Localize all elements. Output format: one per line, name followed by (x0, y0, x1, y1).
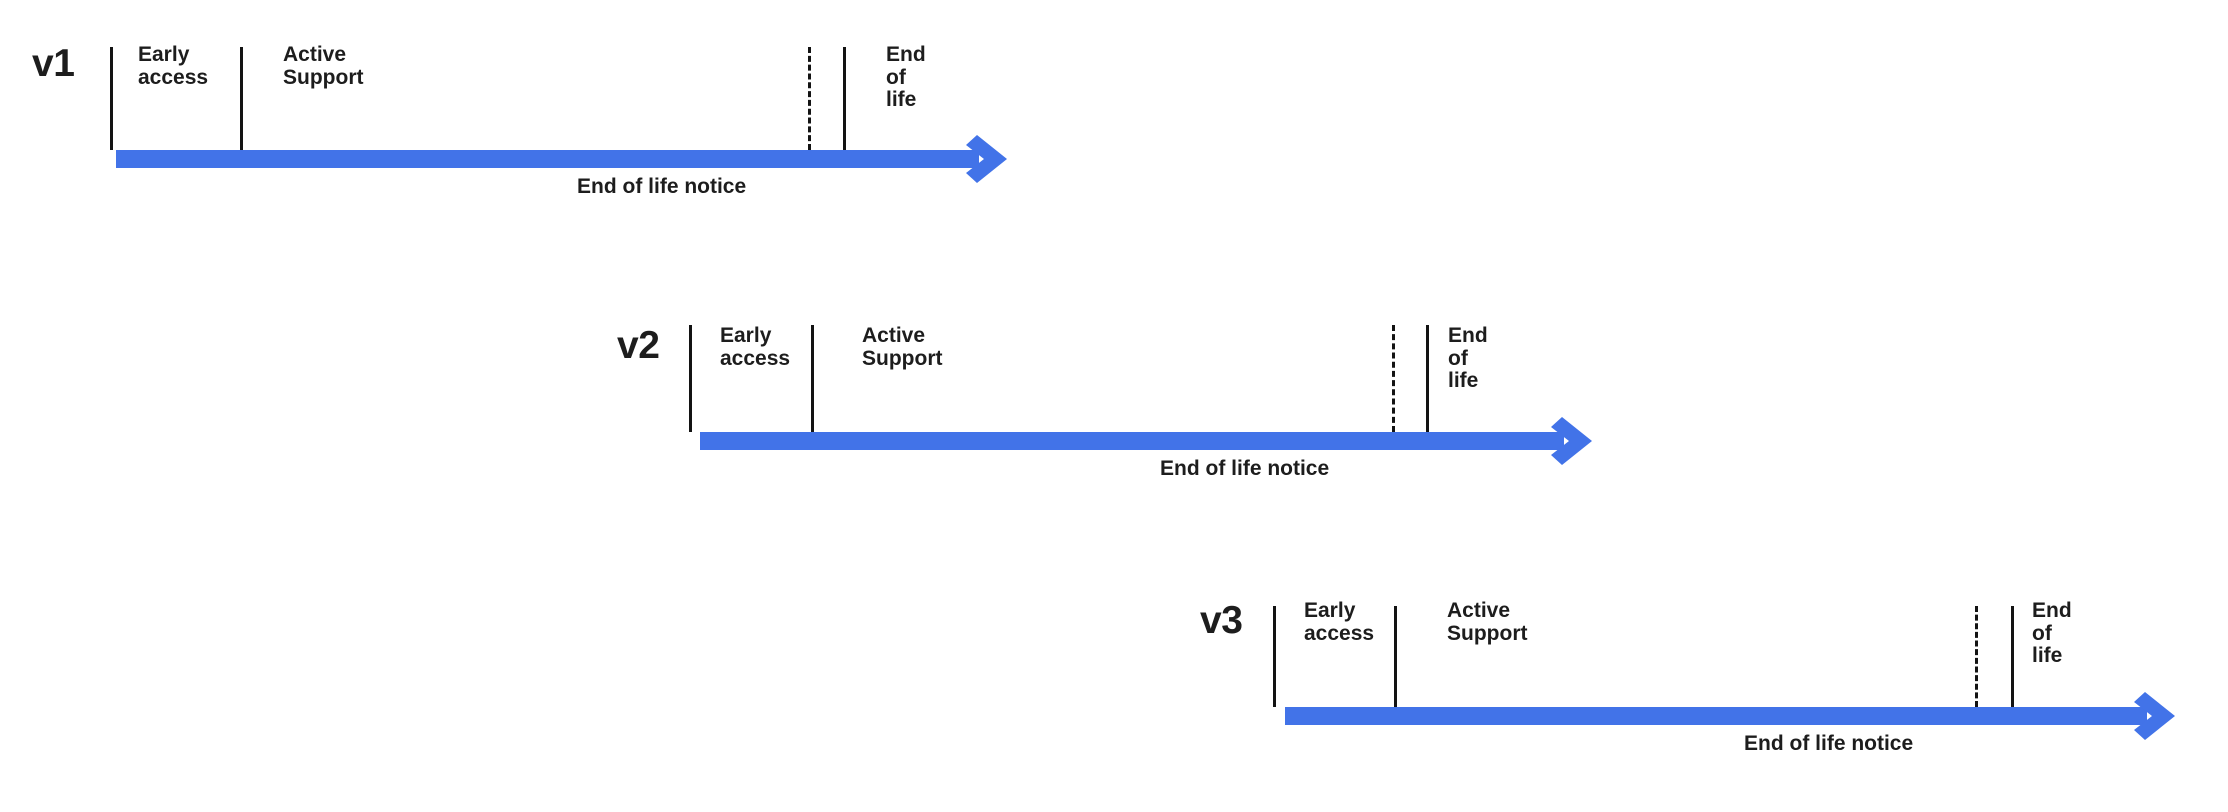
phase-label-early-access-v3: Early access (1304, 599, 1375, 645)
phase-label-early-access-v2: Early access (720, 324, 791, 370)
arrow-shaft-v1 (116, 150, 979, 168)
arrow-shaft-v3 (1285, 707, 2147, 725)
divider-active-support-v3 (1394, 606, 1397, 707)
phase-label-end-of-life-v1: End of life (886, 43, 926, 112)
divider-start-v2 (689, 325, 692, 432)
arrow-head-icon-v3 (2121, 686, 2181, 746)
version-label-v1: v1 (32, 42, 75, 85)
arrow-head-icon-v1 (953, 129, 1013, 189)
end-of-life-notice-label-v2: End of life notice (1160, 457, 1330, 480)
arrow-shaft-v2 (700, 432, 1564, 450)
divider-end-of-life-v2 (1426, 325, 1429, 432)
phase-label-active-support-v3: Active Support (1447, 599, 1528, 645)
phase-label-end-of-life-v2: End of life (1448, 324, 1488, 393)
phase-label-active-support-v2: Active Support (862, 324, 943, 370)
version-label-v2: v2 (617, 324, 660, 367)
phase-label-end-of-life-v3: End of life (2032, 599, 2072, 668)
divider-end-of-life-v1 (843, 47, 846, 150)
end-of-life-notice-label-v1: End of life notice (577, 175, 747, 198)
divider-eol-notice-v1 (808, 47, 811, 150)
end-of-life-notice-label-v3: End of life notice (1744, 732, 1914, 755)
divider-eol-notice-v3 (1975, 606, 1978, 707)
divider-active-support-v2 (811, 325, 814, 432)
phase-label-early-access-v1: Early access (138, 43, 209, 89)
arrow-head-icon-v2 (1538, 411, 1598, 471)
divider-active-support-v1 (240, 47, 243, 150)
divider-eol-notice-v2 (1392, 325, 1395, 432)
phase-label-active-support-v1: Active Support (283, 43, 364, 89)
divider-end-of-life-v3 (2011, 606, 2014, 707)
divider-start-v1 (110, 47, 113, 150)
version-label-v3: v3 (1200, 599, 1243, 642)
divider-start-v3 (1273, 606, 1276, 707)
